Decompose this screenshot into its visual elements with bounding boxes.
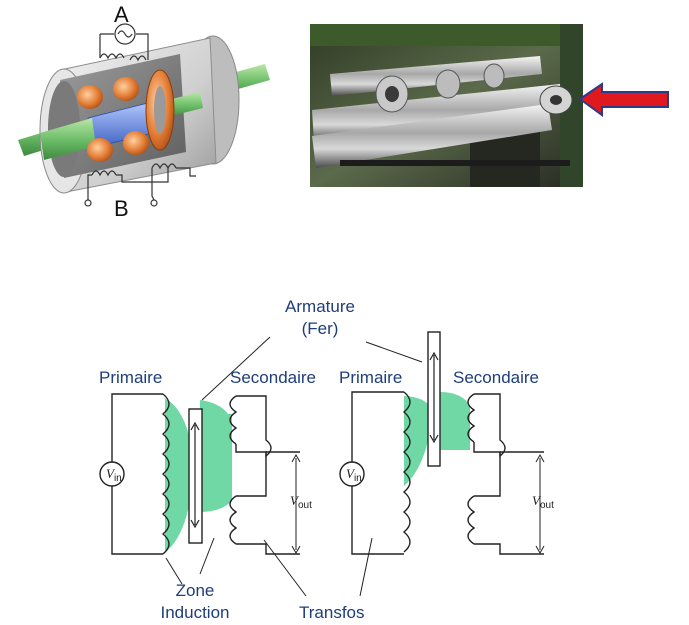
transfos-label: Transfos [299,603,365,622]
sensor-cylinders [312,56,573,168]
vin-label-right: Vin [346,466,362,484]
leader-lines [165,336,423,597]
secondary-coil-bottom-right [467,495,476,545]
right-primary-label: Primaire [339,368,403,387]
right-secondary-label: Secondaire [453,368,540,387]
primary-coil-right [402,391,411,553]
secondary-coil-top [229,395,238,445]
vin-source-left [99,461,125,487]
vout-label-right: Vout [532,493,554,511]
left-primary-label: Primaire [99,368,163,387]
coils [77,69,175,162]
vout-label-left: Vout [290,493,312,511]
terminal-b-label: B [114,196,129,221]
terminal-dots [84,199,158,207]
armature-label-line2: (Fer) [301,319,339,338]
terminal-a-label: A [114,2,129,27]
secondary-winding-schematic [87,163,196,201]
vin-label-left: Vin [106,466,122,484]
secondary-coil-bottom [229,495,238,545]
secondary-coil-top-right [467,393,476,443]
primary-coil [161,393,170,555]
zone-label-line2: Induction [160,603,230,622]
left-transformer [99,393,301,555]
primary-winding-schematic [99,33,149,62]
right-transformer [339,331,545,555]
vin-source-right [339,461,365,487]
zone-label-line1: Zone [175,581,215,600]
left-secondary-label: Secondaire [230,368,317,387]
ac-source-icon [114,23,136,45]
armature-label-line1: Armature [285,297,355,316]
